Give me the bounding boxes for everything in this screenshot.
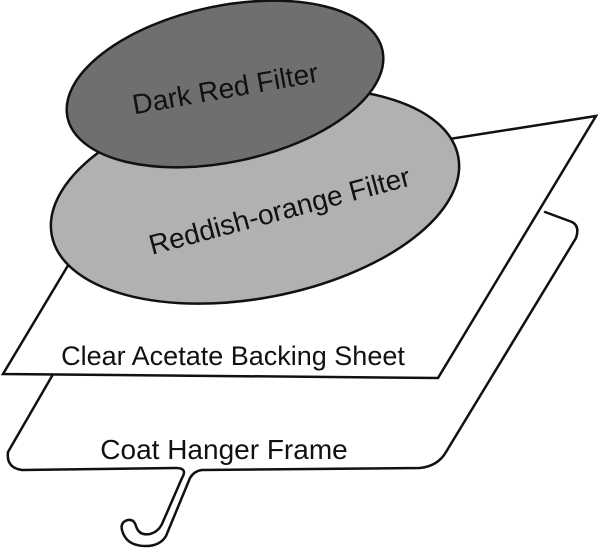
- coat-hanger-frame-shape: [6, 210, 579, 548]
- clear-acetate-backing-sheet-label: Clear Acetate Backing Sheet: [61, 341, 405, 371]
- coat-hanger-frame-label: Coat Hanger Frame: [100, 434, 347, 465]
- dark-red-filter-shape: [65, 0, 385, 169]
